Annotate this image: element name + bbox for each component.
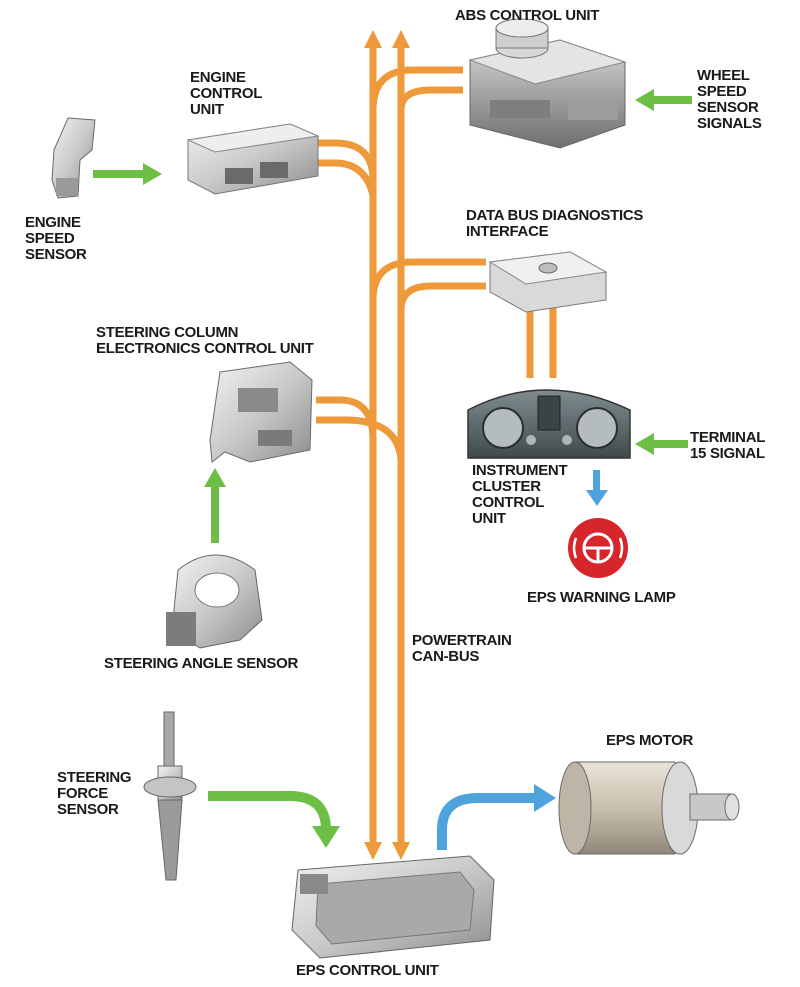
eps-control-unit-icon: [291, 855, 495, 959]
data-bus-diagnostics-interface-label: DATA BUS DIAGNOSTICS INTERFACE: [466, 207, 644, 240]
sensor-signal-arrows: [93, 89, 692, 543]
eps-motor-label: EPS MOTOR: [606, 732, 694, 749]
steering-force-sensor-icon: [143, 711, 197, 881]
eps-warning-lamp-icon: [568, 518, 628, 578]
terminal-15-signal-label: TERMINAL 15 SIGNAL: [690, 429, 766, 462]
engine-control-unit-label: ENGINE CONTROL UNIT: [190, 69, 263, 118]
steering-column-ecu-icon: [209, 361, 313, 463]
abs-control-unit-label: ABS CONTROL UNIT: [455, 7, 600, 24]
eps-motor-icon: [558, 761, 740, 855]
powertrain-can-bus-label: POWERTRAIN CAN-BUS: [412, 632, 512, 665]
engine-speed-sensor-label: ENGINE SPEED SENSOR: [25, 214, 87, 263]
force-sensor-arrowhead: [312, 826, 340, 848]
steering-column-ecu-label: STEERING COLUMN ELECTRONICS CONTROL UNIT: [96, 324, 314, 357]
output-arrows: [437, 470, 608, 850]
wheel-speed-sensor-signals-label: WHEEL SPEED SENSOR SIGNALS: [697, 67, 762, 132]
instrument-cluster-label: INSTRUMENT CLUSTER CONTROL UNIT: [472, 462, 568, 527]
abs-control-unit-icon: [468, 18, 627, 149]
engine-control-unit-icon: [186, 123, 320, 195]
eps-warning-lamp-label: EPS WARNING LAMP: [527, 589, 676, 606]
instrument-cluster-icon: [467, 389, 631, 459]
steering-angle-sensor-label: STEERING ANGLE SENSOR: [104, 655, 299, 672]
diagnostics-interface-icon: [488, 251, 608, 313]
steering-force-sensor-label: STEERING FORCE SENSOR: [57, 769, 132, 818]
powertrain-can-bus-lines: [316, 48, 557, 842]
can-bus-arrowheads: [364, 30, 410, 860]
eps-control-unit-label: EPS CONTROL UNIT: [296, 962, 439, 979]
steering-angle-sensor-icon: [166, 554, 263, 649]
engine-speed-sensor-icon: [51, 117, 96, 199]
force-sensor-arrow: [208, 791, 331, 831]
